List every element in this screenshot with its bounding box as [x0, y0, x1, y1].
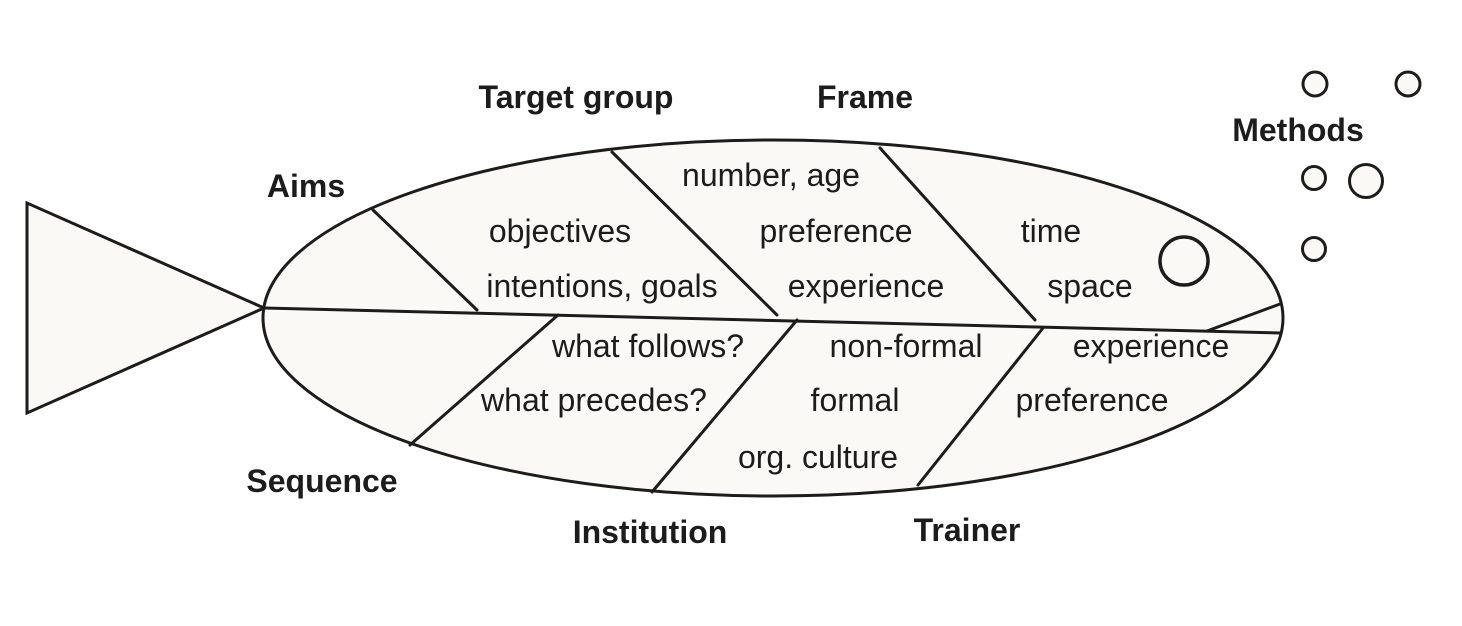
label-institution: Institution	[573, 514, 728, 550]
bubble-icon-5	[1301, 236, 1327, 262]
rib-institution	[650, 318, 799, 494]
label-trainer: Trainer	[914, 512, 1021, 548]
item-institution-formal: formal	[811, 382, 900, 418]
item-sequence-what-follows: what follows?	[551, 328, 744, 364]
fish-body	[261, 138, 1285, 498]
label-methods: Methods	[1232, 112, 1364, 148]
label-frame: Frame	[817, 79, 913, 115]
label-sequence: Sequence	[246, 463, 397, 499]
rib-target-group	[610, 150, 779, 317]
item-trainer-experience: experience	[1073, 328, 1230, 364]
fish-eye-icon	[1158, 235, 1210, 287]
item-trainer-preference: preference	[1016, 382, 1169, 418]
bubble-icon-3	[1301, 165, 1327, 191]
item-target-experience: experience	[788, 268, 945, 304]
bubble-icon-2	[1394, 70, 1422, 98]
fish-mouth-line	[1205, 302, 1282, 333]
bubble-icon-4	[1348, 163, 1384, 199]
item-frame-space: space	[1047, 268, 1132, 304]
item-institution-non-formal: non-formal	[830, 328, 983, 364]
label-aims: Aims	[267, 168, 345, 204]
item-aims-objectives: objectives	[489, 213, 631, 249]
item-target-preference: preference	[760, 213, 913, 249]
item-target-number-age: number, age	[682, 157, 860, 193]
item-institution-org-culture: org. culture	[738, 439, 898, 475]
item-sequence-what-precedes: what precedes?	[480, 382, 707, 418]
label-target-group: Target group	[479, 79, 674, 115]
bubble-icon-1	[1301, 70, 1329, 98]
rib-aims	[371, 208, 479, 312]
rib-frame	[878, 146, 1037, 322]
item-frame-time: time	[1021, 213, 1081, 249]
fish-tail	[25, 200, 268, 416]
fish-spine	[262, 306, 1283, 335]
rib-sequence	[408, 313, 560, 447]
item-aims-intentions-goals: intentions, goals	[486, 268, 717, 304]
rib-trainer	[916, 326, 1045, 487]
